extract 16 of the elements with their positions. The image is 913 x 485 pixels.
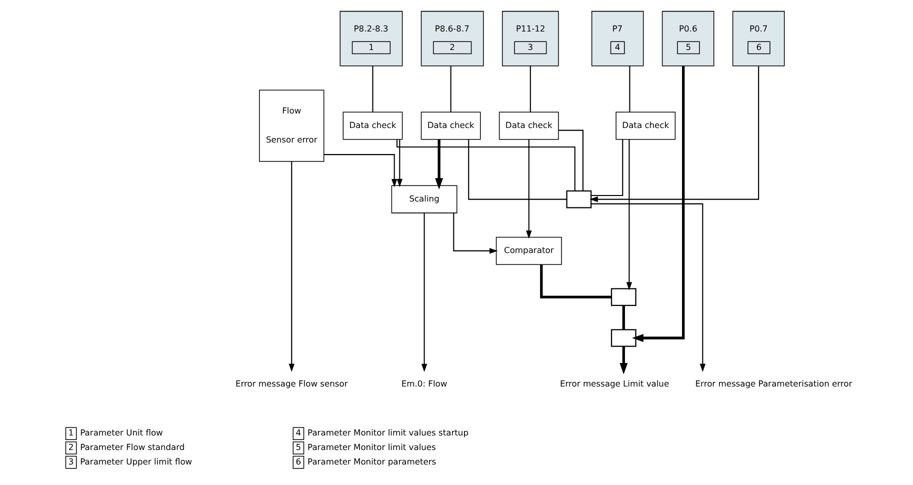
label: 5: [296, 442, 302, 452]
label: Parameter Flow standard: [80, 442, 185, 452]
node-text: Error message Parameterisation error: [695, 378, 852, 388]
label: Parameter Monitor limit values startup: [308, 428, 469, 438]
label: 3: [68, 456, 74, 466]
node-text: Error message Flow sensor: [235, 378, 348, 388]
label: 2: [68, 442, 74, 452]
label: 6: [296, 456, 302, 466]
node-text: Error message Limit value: [560, 378, 670, 388]
node-text: Em.0: Flow: [401, 378, 448, 388]
label: 4: [296, 428, 302, 438]
label: Parameter Monitor parameters: [308, 456, 436, 466]
label: Parameter Monitor limit values: [308, 442, 436, 452]
label: Parameter Unit flow: [80, 428, 163, 438]
label: Parameter Upper limit flow: [80, 456, 192, 466]
label: 1: [68, 428, 74, 438]
